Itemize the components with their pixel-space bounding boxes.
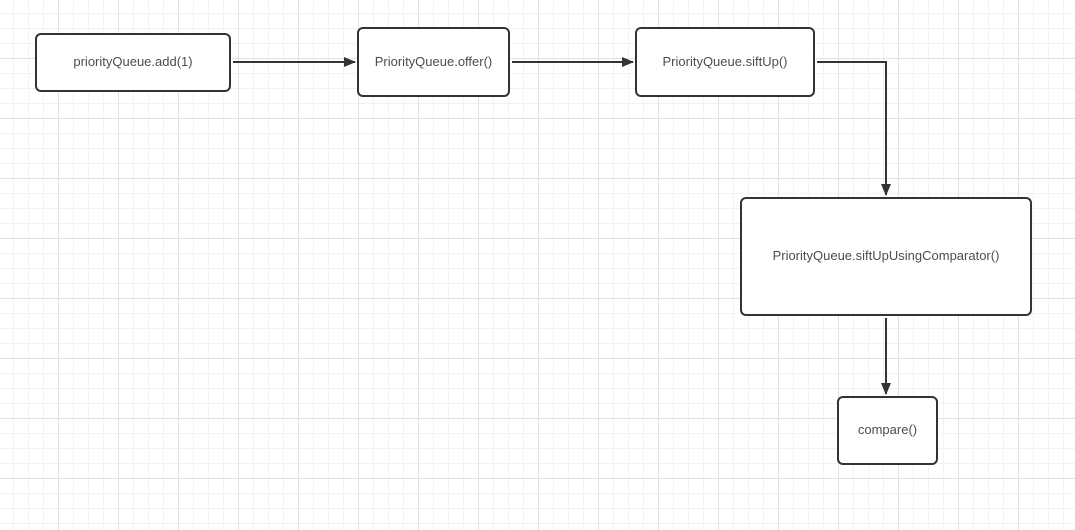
node-label: compare() bbox=[857, 422, 918, 438]
node-label: PriorityQueue.offer() bbox=[374, 53, 493, 69]
node-label: PriorityQueue.siftUpUsingComparator() bbox=[772, 248, 1000, 264]
node-compare[interactable]: compare() bbox=[837, 396, 938, 465]
node-priorityqueue-siftup[interactable]: PriorityQueue.siftUp() bbox=[635, 27, 815, 97]
node-priorityqueue-add[interactable]: priorityQueue.add(1) bbox=[35, 33, 231, 92]
edge-siftup-to-comparator bbox=[817, 61, 891, 196]
node-label: priorityQueue.add(1) bbox=[73, 54, 193, 70]
node-priorityqueue-siftupusingcomparator[interactable]: PriorityQueue.siftUpUsingComparator() bbox=[740, 197, 1032, 316]
node-priorityqueue-offer[interactable]: PriorityQueue.offer() bbox=[357, 27, 510, 97]
node-label: PriorityQueue.siftUp() bbox=[662, 53, 788, 69]
